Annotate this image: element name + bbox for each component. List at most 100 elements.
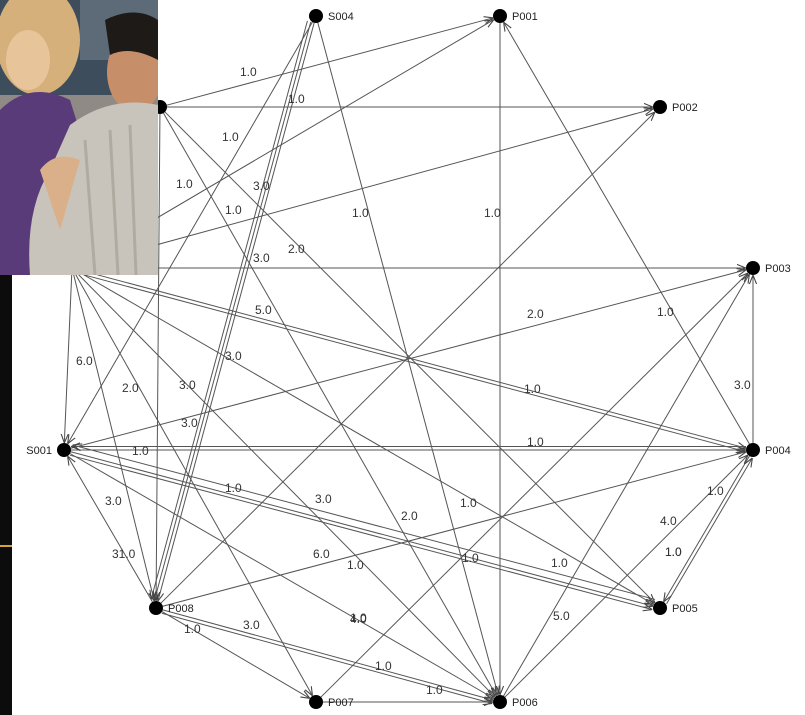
edge-weight-label: 3.0: [243, 618, 260, 632]
edge-weight-label: 3.0: [179, 378, 196, 392]
edge-hidden_b-p004: [78, 269, 746, 448]
edge-p004-p001: [504, 23, 750, 445]
edge-weight-label: 1.0: [352, 206, 369, 220]
edge-s004-p008: [151, 20, 308, 599]
edge-s004-s001: [68, 21, 313, 443]
edge-hidden_b-p005: [77, 271, 653, 604]
node-p007: [309, 695, 323, 709]
edge-weight-label: 6.0: [76, 354, 93, 368]
edge-weight-label: 3.0: [253, 251, 270, 265]
edge-p008-p006: [162, 609, 493, 700]
edge-weight-label: 5.0: [553, 609, 570, 623]
node-s001: [57, 443, 71, 457]
edge-p008-p006: [161, 612, 492, 703]
edge-weight-label: 1.0: [460, 496, 477, 510]
node-s004: [309, 9, 323, 23]
edge-weight-label: 1.0: [222, 130, 239, 144]
edge-hidden_a-p001: [166, 18, 493, 106]
edge-p007-p003: [320, 274, 747, 698]
edge-weight-label: 1.0: [350, 611, 367, 625]
edge-weight-label: 4.0: [660, 514, 677, 528]
edge-weight-label: 1.0: [132, 444, 149, 458]
node-label-s004: S004: [328, 11, 354, 23]
edge-p008-p004: [162, 452, 745, 607]
photo-dark-strip: [0, 275, 12, 715]
node-p005: [653, 601, 667, 615]
edge-hidden_b-p008: [73, 274, 154, 600]
edge-weight-label: 2.0: [122, 381, 139, 395]
edge-weight-label: 1.0: [551, 556, 568, 570]
edge-weight-label: 6.0: [313, 547, 330, 561]
photo-overlay: [0, 0, 158, 275]
node-label-p004: P004: [765, 445, 791, 457]
edge-s004-p008: [155, 21, 312, 600]
edge-weight-label: 2.0: [401, 509, 418, 523]
node-label-p001: P001: [512, 11, 538, 23]
edge-weight-label: 31.0: [112, 547, 136, 561]
edge-weight-label: 1.0: [225, 203, 242, 217]
node-label-p006: P006: [512, 697, 538, 709]
edge-hidden_b-p004: [77, 272, 745, 451]
edge-weight-label: 1.0: [176, 177, 193, 191]
node-label-p003: P003: [765, 263, 791, 275]
edge-label-layer: 1.0 1.0 1.0 1.0 3.0 1.0 1.0 1.0 2.0 3.0 2.0 1.0 5.0 3…: [76, 65, 751, 697]
edge-weight-label: 1.0: [375, 659, 392, 673]
edge-p008-s001: [68, 457, 153, 603]
edge-weight-label: 1.0: [484, 206, 501, 220]
edge-weight-label: 1.0: [288, 92, 305, 106]
edge-weight-label: 1.0: [347, 558, 364, 572]
edge-weight-label: 3.0: [734, 378, 751, 392]
node-label-p002: P002: [672, 102, 698, 114]
strip-accent-line: [0, 545, 12, 547]
edge-hidden_b-s001: [64, 274, 73, 442]
node-p001: [493, 9, 507, 23]
edge-weight-label: 2.0: [527, 307, 544, 321]
edge-weight-label: 1.0: [707, 484, 724, 498]
people-photo-image: [0, 0, 158, 275]
edge-weight-label: 3.0: [315, 492, 332, 506]
edge-hidden_a-p008: [156, 113, 161, 600]
node-label-s001: S001: [26, 445, 52, 457]
node-p002: [653, 100, 667, 114]
edge-s001-p003: [70, 270, 745, 449]
edge-weight-label: 2.0: [288, 242, 305, 256]
edge-hidden_b-p006: [76, 272, 494, 696]
edge-hidden_a-p006: [163, 112, 496, 695]
node-p008: [149, 601, 163, 615]
node-p006: [493, 695, 507, 709]
edge-weight-label: 4.0: [350, 612, 367, 626]
edge-weight-label: 1.0: [184, 622, 201, 636]
edge-weight-label: 1.0: [665, 545, 682, 559]
edge-p006-p003: [503, 275, 749, 697]
edge-weight-label: 1.0: [524, 382, 541, 396]
edge-p005-p004: [666, 459, 752, 604]
node-label-p008: P008: [168, 603, 194, 615]
edge-p004-p005: [664, 455, 750, 601]
edge-weight-label: 1.0: [225, 481, 242, 495]
edge-weight-label: 1.0: [462, 551, 479, 565]
edge-s001-p005: [69, 454, 652, 609]
edge-weight-label: 3.0: [225, 349, 242, 363]
edge-p008-p007: [161, 611, 309, 698]
edge-p005-s001: [74, 445, 656, 600]
edge-weight-label: 1.0: [426, 683, 443, 697]
edge-hidden_a-p005: [164, 111, 654, 602]
edge-hidden_b-p002: [78, 109, 653, 267]
node-label-p007: P007: [328, 697, 354, 709]
edge-weight-label: 1.0: [657, 305, 674, 319]
edge-weight-label: 5.0: [255, 303, 272, 317]
edge-weight-label: 3.0: [253, 179, 270, 193]
edge-s004-p008: [158, 22, 315, 601]
edge-weight-label: 3.0: [105, 494, 122, 508]
node-label-p005: P005: [672, 603, 698, 615]
edge-weight-label: 3.0: [181, 416, 198, 430]
node-p004: [746, 443, 760, 457]
edge-weight-label: 1.0: [240, 65, 257, 79]
edge-p008-p002: [160, 113, 654, 604]
edge-weight-label: 1.0: [665, 545, 682, 559]
node-p003: [746, 261, 760, 275]
edge-weight-label: 1.0: [527, 435, 544, 449]
edge-layer: [64, 18, 753, 703]
